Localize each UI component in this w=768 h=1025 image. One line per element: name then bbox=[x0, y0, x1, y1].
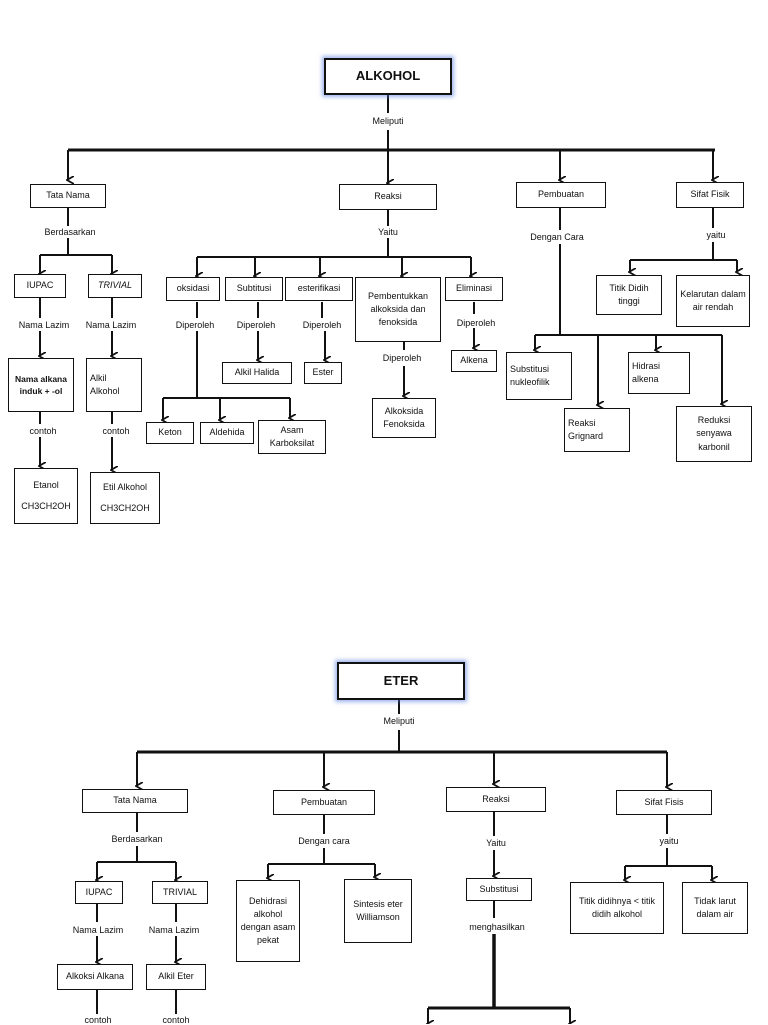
node-pembuatan: Pembuatan bbox=[516, 182, 606, 208]
etanol-formula: CH3CH2OH bbox=[21, 501, 71, 512]
eter-label-nama-lazim-trivial: Nama Lazim bbox=[146, 925, 202, 935]
label-diperoleh-eliminasi: Diperoleh bbox=[454, 318, 498, 328]
node-keton: Keton bbox=[146, 422, 194, 444]
node-iupac: IUPAC bbox=[14, 274, 66, 298]
node-alkil-alkohol: Alkil Alkohol bbox=[86, 358, 142, 412]
label-meliputi: Meliputi bbox=[370, 116, 406, 126]
label-diperoleh-pembentukkan: Diperoleh bbox=[380, 353, 424, 363]
etil-name: Etil Alkohol bbox=[102, 482, 148, 493]
etanol-name: Etanol bbox=[33, 479, 59, 490]
eter-label-meliputi: Meliputi bbox=[381, 716, 417, 726]
eter-node-pembuatan: Pembuatan bbox=[273, 790, 375, 815]
eter-node-tata-nama: Tata Nama bbox=[82, 789, 188, 813]
node-asam-karboksilat: Asam Karboksilat bbox=[258, 420, 326, 454]
label-dengan-cara: Dengan Cara bbox=[528, 232, 586, 242]
alkohol-title-node: ALKOHOL bbox=[324, 58, 452, 95]
label-diperoleh-oksidasi: Diperoleh bbox=[173, 320, 217, 330]
node-reaksi-grignard: Reaksi Grignard bbox=[564, 408, 630, 452]
eter-label-berdasarkan: Berdasarkan bbox=[109, 834, 165, 844]
label-contoh-iupac: contoh bbox=[27, 426, 59, 436]
eter-node-tidak-larut: Tidak larut dalam air bbox=[682, 882, 748, 934]
eter-label-contoh-trivial: contoh bbox=[160, 1015, 192, 1025]
eter-node-alkil-eter: Alkil Eter bbox=[146, 964, 206, 990]
node-alkil-halida: Alkil Halida bbox=[222, 362, 292, 384]
node-oksidasi: oksidasi bbox=[166, 277, 220, 301]
label-contoh-trivial: contoh bbox=[100, 426, 132, 436]
eter-label-menghasilkan: menghasilkan bbox=[467, 922, 527, 932]
node-pembentukkan: Pembentukkan alkoksida dan fenoksida bbox=[355, 277, 441, 342]
label-berdasarkan: Berdasarkan bbox=[42, 227, 98, 237]
eter-node-reaksi: Reaksi bbox=[446, 787, 546, 812]
node-etanol: Etanol CH3CH2OH bbox=[14, 468, 78, 524]
node-titik-didih: Titik Didih tinggi bbox=[596, 275, 662, 315]
node-reaksi: Reaksi bbox=[339, 184, 437, 210]
node-trivial: TRIVIAL bbox=[88, 274, 142, 298]
node-etil-alkohol: Etil Alkohol CH3CH2OH bbox=[90, 472, 160, 524]
node-tata-nama: Tata Nama bbox=[30, 184, 106, 208]
eter-node-dehidrasi: Dehidrasi alkohol dengan asam pekat bbox=[236, 880, 300, 962]
node-eliminasi: Eliminasi bbox=[445, 277, 503, 301]
eter-label-contoh-iupac: contoh bbox=[82, 1015, 114, 1025]
etil-formula: CH3CH2OH bbox=[100, 502, 150, 513]
label-yaitu-sifat: yaitu bbox=[704, 230, 728, 240]
eter-node-sifat-fisik: Sifat Fisis bbox=[616, 790, 712, 815]
eter-node-substitusi: Substitusi bbox=[466, 878, 532, 901]
eter-node-alkoksi-alkana: Alkoksi Alkana bbox=[57, 964, 133, 990]
eter-label-nama-lazim-iupac: Nama Lazim bbox=[70, 925, 126, 935]
node-sifat-fisik: Sifat Fisik bbox=[676, 182, 744, 208]
node-kelarutan: Kelarutan dalam air rendah bbox=[676, 275, 750, 327]
eter-label-dengan-cara: Dengan cara bbox=[296, 836, 352, 846]
eter-title-node: ETER bbox=[337, 662, 465, 700]
node-alkena: Alkena bbox=[451, 350, 497, 372]
eter-label-yaitu-reaksi: Yaitu bbox=[484, 838, 508, 848]
node-substitusi-nukleofilik: Substitusi nukleofilik bbox=[506, 352, 572, 400]
eter-label-yaitu-sifat: yaitu bbox=[657, 836, 681, 846]
node-subtitusi: Subtitusi bbox=[225, 277, 283, 301]
eter-node-titik-didih: Titik didihnya < titik didih alkohol bbox=[570, 882, 664, 934]
label-yaitu-reaksi: Yaitu bbox=[376, 227, 400, 237]
node-nama-alkana: Nama alkana induk + -ol bbox=[8, 358, 74, 412]
eter-node-iupac: IUPAC bbox=[75, 881, 123, 904]
node-hidrasi-alkena: Hidrasi alkena bbox=[628, 352, 690, 394]
label-diperoleh-subtitusi: Diperoleh bbox=[234, 320, 278, 330]
node-reduksi-karbonil: Reduksi senyawa karbonil bbox=[676, 406, 752, 462]
node-esterifikasi: esterifikasi bbox=[285, 277, 353, 301]
node-alkoksida-fenoksida: Alkoksida Fenoksida bbox=[372, 398, 436, 438]
eter-node-trivial: TRIVIAL bbox=[152, 881, 208, 904]
label-nama-lazim-iupac: Nama Lazim bbox=[16, 320, 72, 330]
node-ester: Ester bbox=[304, 362, 342, 384]
label-diperoleh-esterifikasi: Diperoleh bbox=[300, 320, 344, 330]
node-aldehida: Aldehida bbox=[200, 422, 254, 444]
eter-node-sintesis: Sintesis eter Williamson bbox=[344, 879, 412, 943]
label-nama-lazim-trivial: Nama Lazim bbox=[83, 320, 139, 330]
